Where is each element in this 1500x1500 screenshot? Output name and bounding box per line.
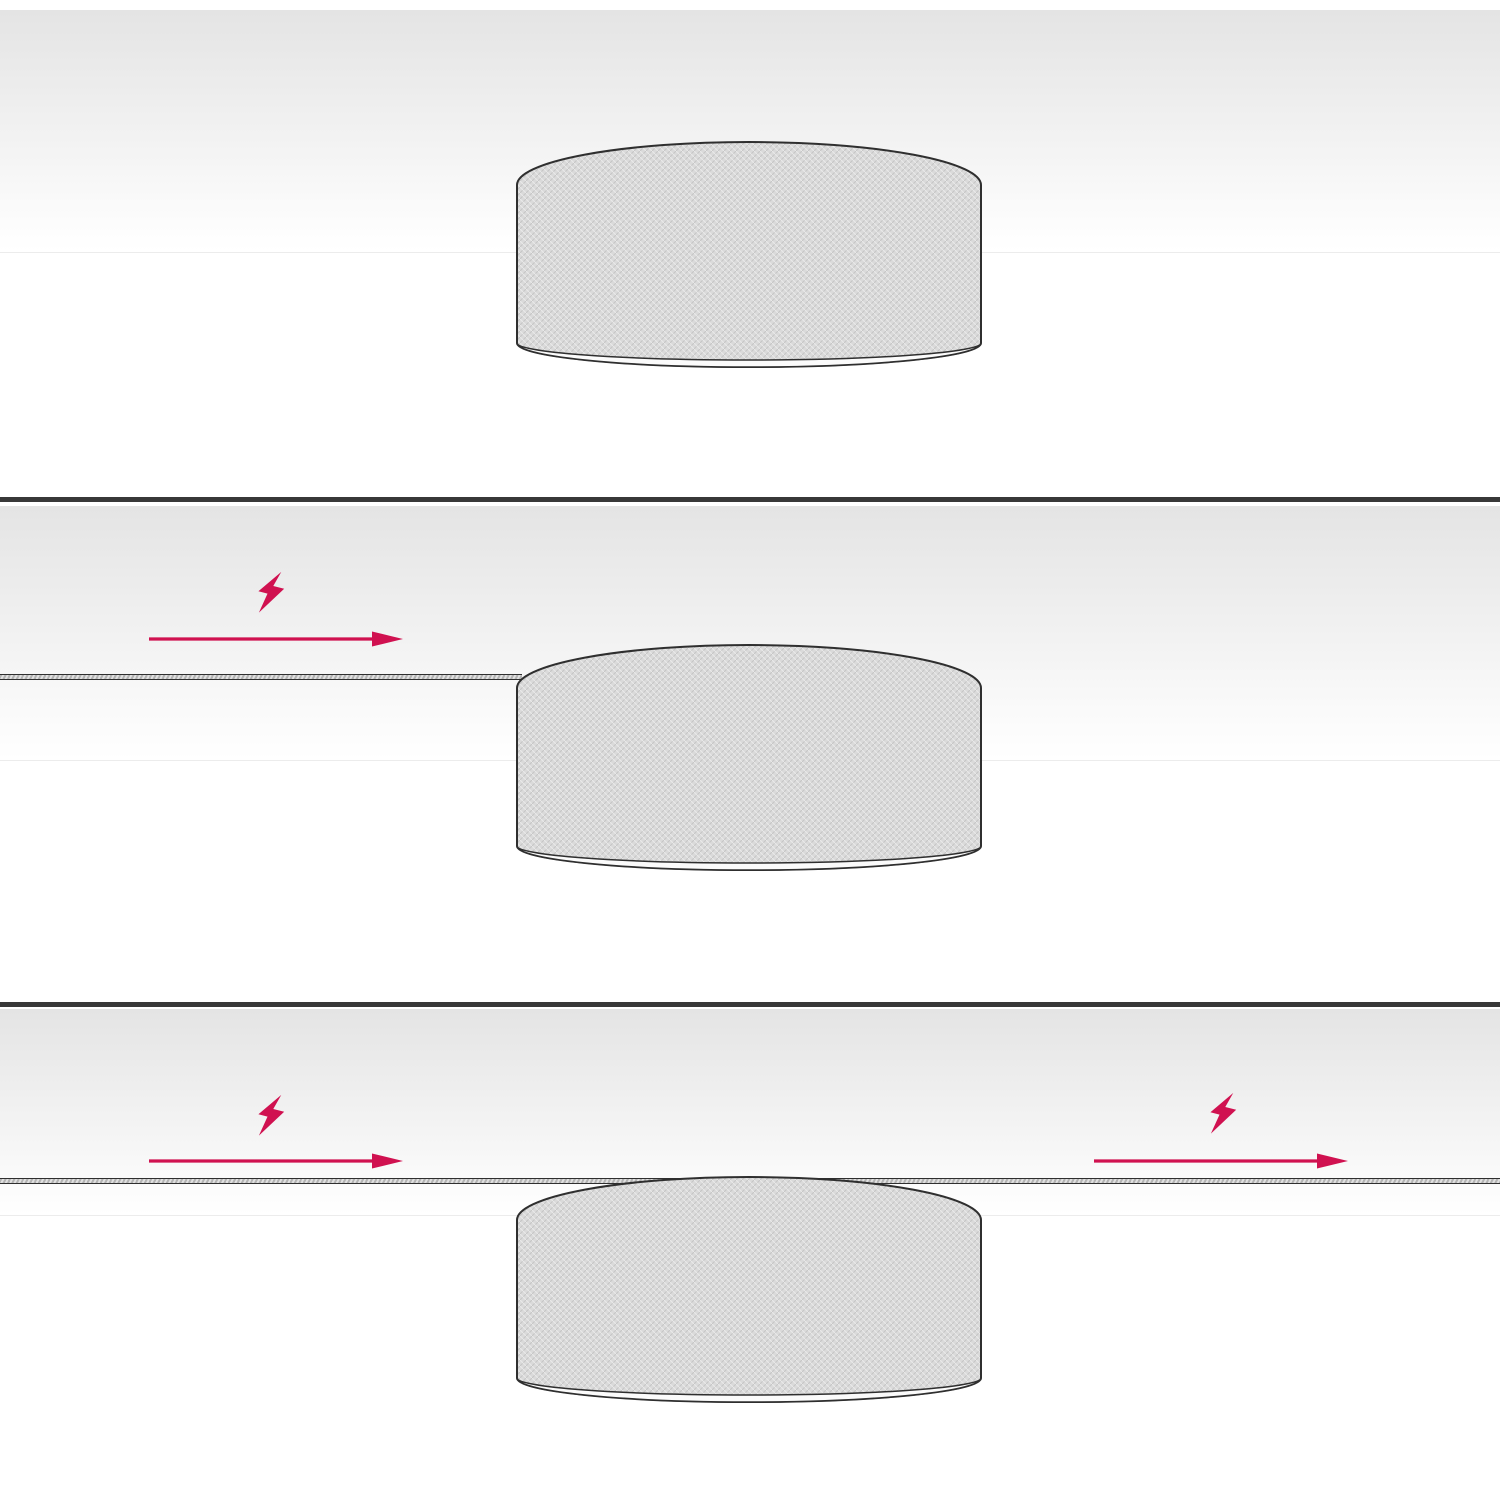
flow-arrow-icon: [148, 629, 404, 649]
power-cable: [0, 674, 522, 680]
lightning-bolt-icon: [1208, 1091, 1238, 1136]
panel-lamp-plain: [0, 0, 1500, 497]
flow-arrow-icon: [1093, 1151, 1349, 1171]
panel-lamp-cable-from-left: [0, 497, 1500, 1002]
drum-lampshade-illustration: [516, 644, 982, 871]
drum-lampshade-illustration: [516, 1176, 982, 1403]
panel-lamp-cable-pass-through: [0, 1002, 1500, 1500]
flow-arrow-icon: [148, 1151, 404, 1171]
lightning-bolt-icon: [256, 570, 286, 615]
drum-lampshade-illustration: [516, 141, 982, 368]
lightning-bolt-icon: [256, 1093, 286, 1138]
